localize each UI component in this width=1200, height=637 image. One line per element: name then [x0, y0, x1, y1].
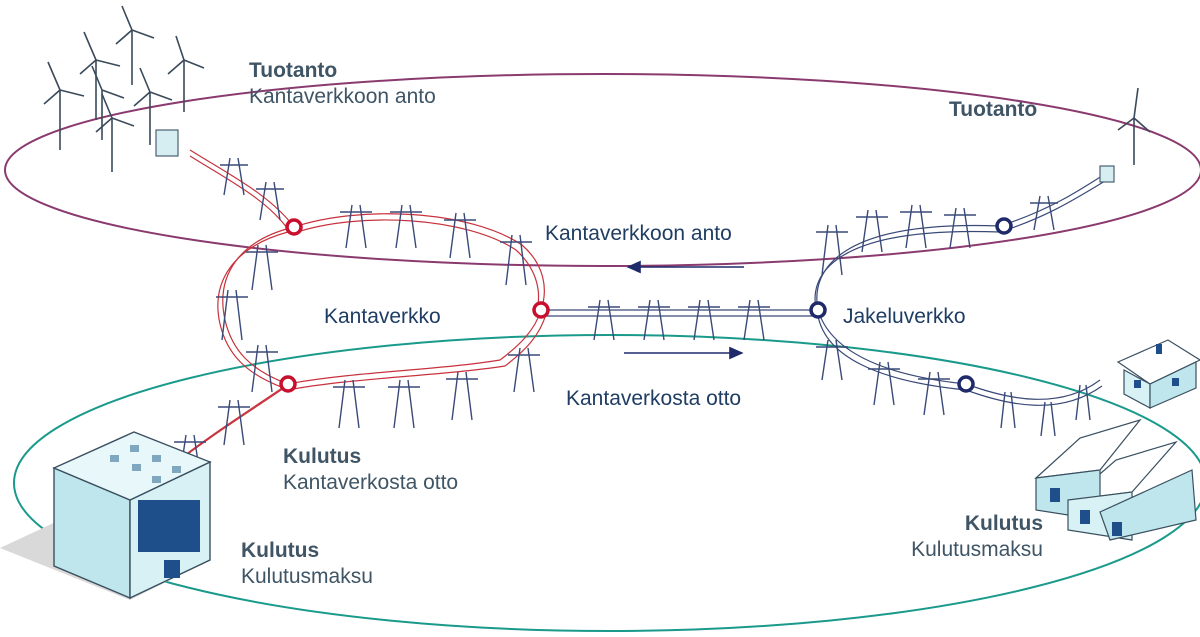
transmission-tower-icon — [174, 157, 1091, 476]
consumption-region-ellipse — [13, 334, 1200, 632]
consumption-left-title: Kulutus — [241, 539, 320, 562]
wind-turbine-icon — [43, 5, 1151, 172]
consumption-mid-sub: Kantaverkosta otto — [283, 471, 459, 494]
consumption-mid-title: Kulutus — [283, 445, 362, 468]
distribution-label: Jakeluverkko — [843, 305, 966, 328]
consumption-right-label: Kulutus Kulutusmaksu — [863, 511, 1043, 563]
house-icon — [1116, 339, 1200, 410]
transformer-icon — [155, 129, 1115, 183]
factory-building-icon — [0, 431, 212, 600]
production-left-label: Tuotanto Kantaverkkoon anto — [249, 58, 436, 110]
flow-from-grid-label: Kantaverkosta otto — [566, 387, 742, 410]
consumption-mid-label: Kulutus Kantaverkosta otto — [283, 444, 458, 496]
production-right-title: Tuotanto — [949, 98, 1038, 121]
grid-node — [285, 218, 303, 236]
warehouse-icon — [1034, 418, 1197, 541]
transmission-grid-lines — [167, 149, 547, 470]
production-left-sub: Kantaverkkoon anto — [249, 85, 436, 108]
consumption-left-label: Kulutus Kulutusmaksu — [241, 538, 373, 590]
consumption-right-sub: Kulutusmaksu — [911, 538, 1043, 561]
production-left-title: Tuotanto — [249, 59, 338, 82]
distribution-node — [995, 217, 1013, 235]
distribution-lines — [541, 171, 1111, 406]
distribution-node — [957, 375, 975, 393]
grid-node — [532, 301, 550, 319]
consumption-right-title: Kulutus — [964, 512, 1043, 535]
grid-node — [279, 375, 297, 393]
grid-label: Kantaverkko — [324, 305, 441, 328]
distribution-node — [809, 301, 827, 319]
production-region-ellipse — [4, 73, 1200, 267]
consumption-left-sub: Kulutusmaksu — [241, 565, 373, 588]
production-right-label: Tuotanto — [949, 97, 1037, 123]
flow-to-grid-label: Kantaverkkoon anto — [545, 222, 732, 245]
